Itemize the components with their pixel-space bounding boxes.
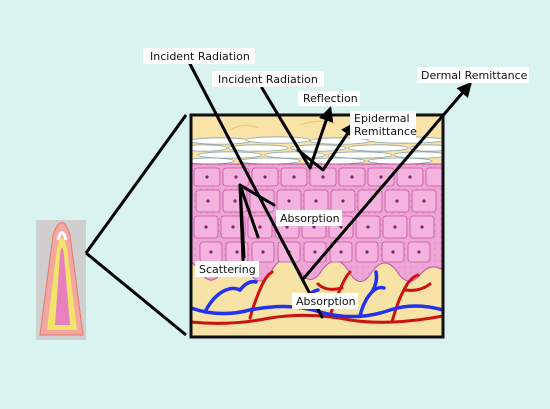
label-reflection: Reflection	[298, 91, 360, 106]
dermal-remittance-ray	[302, 81, 472, 280]
svg-text:Epidermal: Epidermal	[354, 112, 410, 125]
inset-core	[55, 247, 70, 325]
zoom-line-bottom	[85, 251, 187, 337]
label-absorption-lower: Absorption	[292, 293, 358, 309]
label-incident-radiation-2: Incident Radiation	[212, 71, 324, 87]
inset-tip-highlight	[56, 231, 68, 241]
svg-text:Incident Radiation: Incident Radiation	[218, 73, 318, 86]
svg-text:Absorption: Absorption	[280, 212, 340, 225]
label-dermal-remittance: Dermal Remittance	[417, 67, 529, 83]
label-incident-radiation-1: Incident Radiation	[143, 48, 255, 64]
svg-text:Incident Radiation: Incident Radiation	[150, 50, 250, 63]
svg-text:Dermal Remittance: Dermal Remittance	[421, 69, 528, 82]
svg-text:Reflection: Reflection	[303, 92, 358, 105]
scattering-branch	[238, 183, 245, 262]
svg-text:Absorption: Absorption	[296, 295, 356, 308]
reflection-ray	[308, 106, 334, 170]
svg-text:Scattering: Scattering	[199, 263, 256, 276]
zoom-line-top	[84, 114, 188, 254]
cross-section-frame	[189, 113, 445, 339]
radiation-rays	[188, 62, 472, 319]
incident-ray-1	[188, 62, 324, 319]
label-scattering: Scattering	[195, 261, 259, 277]
skin-overview-inset	[36, 220, 86, 340]
epidermal-remittance-ray	[296, 121, 356, 172]
absorption-upper-path	[238, 183, 260, 239]
label-absorption-upper: Absorption	[276, 210, 342, 226]
label-epidermal-remittance: Epidermal Remittance	[350, 111, 417, 139]
svg-text:Remittance: Remittance	[354, 125, 417, 138]
